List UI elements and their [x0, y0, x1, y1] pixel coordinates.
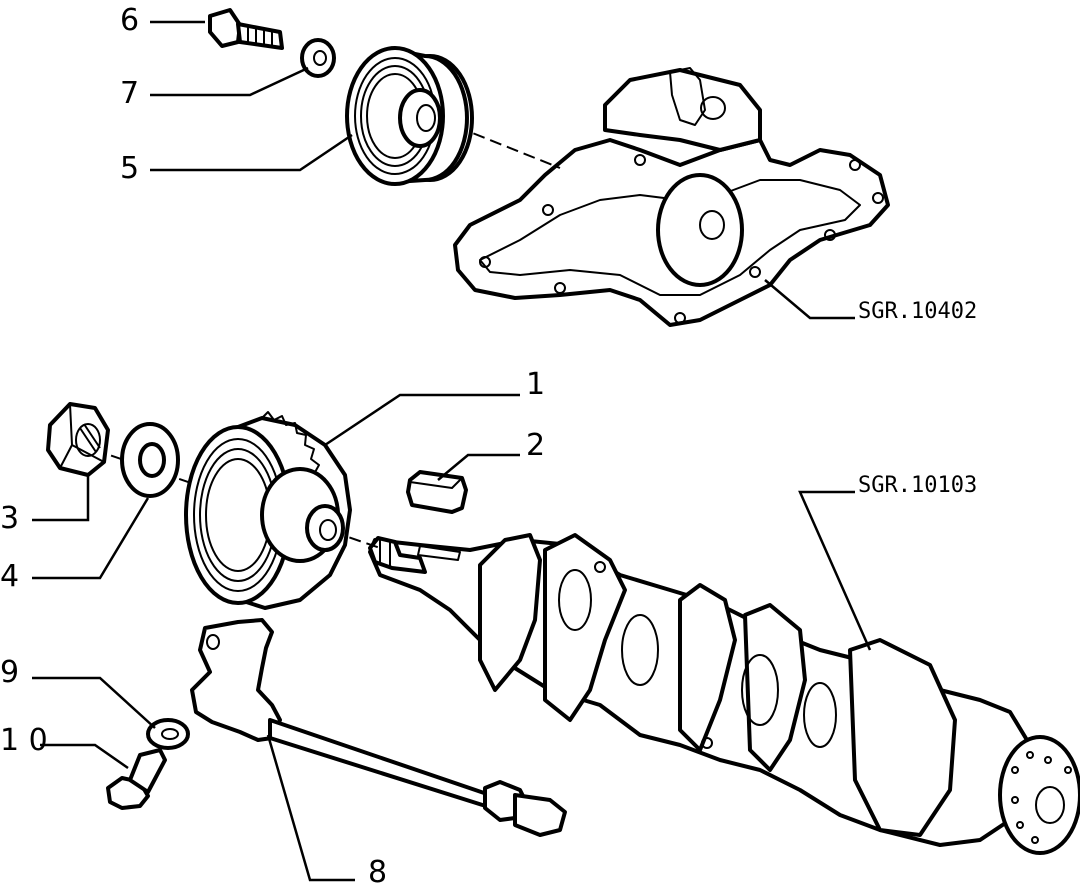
washer-7 [300, 38, 336, 78]
label-3: 3 [0, 501, 19, 536]
key-2 [406, 470, 468, 514]
bolt-10 [106, 748, 167, 810]
leader-8 [266, 734, 355, 882]
ref-water-pump: SGR.10402 [858, 299, 977, 324]
label-6: 6 [120, 3, 139, 38]
label-10: 1 0 [0, 723, 48, 758]
leader-2 [437, 453, 520, 481]
leader-water-pump-ref [764, 279, 855, 320]
nut-3 [46, 402, 110, 477]
label-7: 7 [120, 76, 139, 111]
washer-4 [120, 422, 180, 498]
label-4: 4 [0, 559, 19, 594]
label-2: 2 [526, 428, 545, 463]
leader-5 [150, 133, 353, 172]
label-5: 5 [120, 151, 139, 186]
label-1: 1 [526, 367, 545, 402]
pulley-5 [345, 46, 474, 186]
label-8: 8 [368, 855, 387, 884]
ref-crankshaft: SGR.10103 [858, 473, 977, 498]
leader-9 [32, 676, 156, 729]
leader-10 [40, 743, 129, 770]
leader-7 [150, 66, 309, 97]
crankshaft [368, 533, 1080, 855]
sensor-8 [190, 618, 567, 837]
leader-crankshaft-ref [798, 490, 872, 651]
water-pump [453, 67, 890, 327]
bolt-6 [208, 8, 284, 50]
leader-4 [32, 497, 150, 580]
leader-1 [324, 393, 520, 447]
leader-3 [32, 475, 90, 522]
gear-pulley-1 [184, 411, 352, 610]
washer-9 [146, 718, 190, 750]
label-9: 9 [0, 655, 19, 690]
